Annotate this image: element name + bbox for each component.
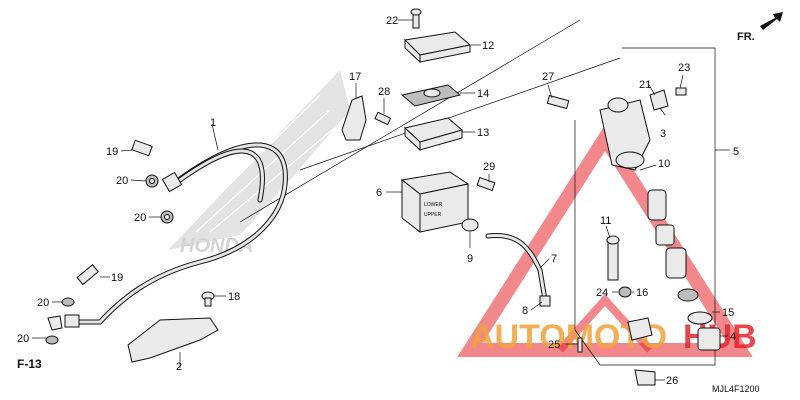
left-fittings bbox=[45, 139, 174, 345]
callout-26: 26 bbox=[666, 375, 678, 387]
reservoir-hose bbox=[485, 232, 551, 307]
callout-17: 17 bbox=[349, 71, 361, 83]
bolt-28 bbox=[374, 111, 392, 126]
callout-9: 9 bbox=[467, 253, 473, 265]
callout-20-a: 20 bbox=[116, 175, 128, 187]
callout-21: 21 bbox=[639, 79, 651, 91]
callout-19-lower: 19 bbox=[111, 272, 123, 284]
callout-2: 2 bbox=[176, 361, 182, 373]
callout-6: 6 bbox=[376, 187, 382, 199]
reservoir-upper-mark: UPPER bbox=[424, 212, 442, 218]
screw-18 bbox=[201, 291, 215, 307]
reservoir-lower-mark: LOWER bbox=[424, 202, 443, 208]
callout-1: 1 bbox=[210, 117, 216, 129]
callout-27: 27 bbox=[542, 71, 554, 83]
callout-20-d: 20 bbox=[17, 333, 29, 345]
callout-4: 4 bbox=[730, 331, 736, 343]
brake-hose bbox=[64, 142, 288, 328]
leader-lines bbox=[32, 19, 730, 381]
callout-29: 29 bbox=[483, 161, 495, 173]
callout-18: 18 bbox=[228, 291, 240, 303]
callout-22: 22 bbox=[386, 15, 398, 27]
section-reference: F-13 bbox=[17, 357, 42, 371]
callout-3: 3 bbox=[660, 128, 666, 140]
reservoir-assembly: LOWER UPPER bbox=[400, 8, 496, 234]
callout-25: 25 bbox=[548, 339, 560, 351]
callout-8: 8 bbox=[522, 305, 528, 317]
callout-19-upper: 19 bbox=[106, 146, 118, 158]
callout-20-c: 20 bbox=[37, 297, 49, 309]
master-cylinder bbox=[546, 87, 721, 386]
callout-16: 16 bbox=[636, 287, 648, 299]
callout-5: 5 bbox=[733, 146, 739, 158]
callout-20-b: 20 bbox=[134, 212, 146, 224]
diagram-code: MJL4F1200 bbox=[712, 384, 760, 394]
callout-11: 11 bbox=[600, 215, 611, 227]
reservoir-bracket bbox=[341, 95, 367, 141]
callout-numbers: 1 2 3 4 5 6 7 8 9 10 11 12 13 14 15 16 1… bbox=[17, 15, 739, 387]
front-direction-indicator: FR. bbox=[737, 12, 783, 43]
callout-15: 15 bbox=[722, 307, 734, 319]
hose-clamp-bracket bbox=[127, 317, 219, 363]
callout-7: 7 bbox=[551, 253, 557, 265]
callout-28: 28 bbox=[378, 86, 390, 98]
callout-23: 23 bbox=[678, 62, 690, 74]
callout-24: 24 bbox=[596, 287, 608, 299]
front-arrow-icon bbox=[760, 12, 783, 30]
guide-lines bbox=[239, 19, 716, 366]
piston-kit bbox=[647, 189, 721, 351]
fr-label: FR. bbox=[737, 31, 755, 43]
callout-14: 14 bbox=[477, 88, 489, 100]
callout-10: 10 bbox=[658, 158, 670, 170]
callout-12: 12 bbox=[482, 40, 494, 52]
callout-13: 13 bbox=[477, 127, 489, 139]
